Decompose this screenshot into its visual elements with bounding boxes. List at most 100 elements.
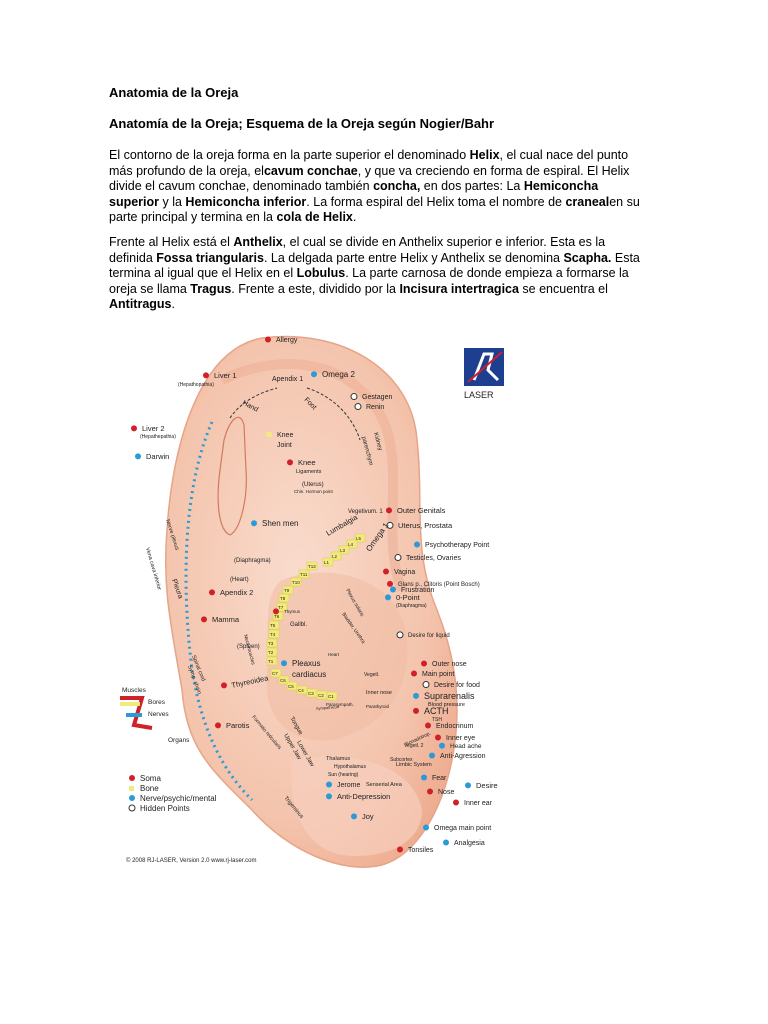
point-label: Renin — [366, 404, 384, 411]
point-label: Inner ear — [464, 800, 493, 807]
point-label: Outer nose — [432, 661, 467, 668]
vertebra-label: T8 — [280, 596, 286, 601]
point-marker — [267, 432, 272, 437]
point-marker — [413, 693, 419, 699]
point-label: Main point — [422, 671, 454, 678]
point-marker — [427, 789, 433, 795]
point-label: Anti-Agression — [440, 753, 486, 760]
vertebra-label: T6 — [274, 614, 280, 619]
vertebra-label: T4 — [270, 632, 276, 637]
point-label: Desire for food — [434, 682, 480, 689]
point-marker — [439, 743, 445, 749]
vertebra-label: C5 — [288, 684, 294, 689]
point-label: Testicles, Ovaries — [406, 555, 461, 562]
point-marker — [273, 608, 279, 614]
vertebra-label: C4 — [298, 688, 304, 693]
point-label: Gallbl. — [290, 622, 307, 628]
point-label: Pleaxus — [292, 659, 320, 668]
vertebra-label: C7 — [272, 671, 278, 676]
point-label: cardiacus — [292, 670, 326, 679]
point-label: Vena cava inferior — [144, 547, 162, 591]
paragraph-anthelix: Frente al Helix está el Anthelix, el cua… — [109, 235, 651, 313]
point-label: Joint — [277, 442, 292, 449]
point-marker — [397, 847, 403, 853]
logo-text: LASER — [464, 390, 494, 400]
vertebra-label: T2 — [268, 650, 274, 655]
point-marker — [265, 337, 271, 343]
vertebra-label: T12 — [308, 564, 316, 569]
point-label: Shen men — [262, 519, 298, 528]
point-marker — [131, 425, 137, 431]
point-marker — [326, 782, 332, 788]
page-title: Anatomia de la Oreja — [109, 85, 238, 100]
point-label: Senserial Area — [366, 782, 403, 788]
vertebra-label: T3 — [268, 641, 274, 646]
point-marker — [395, 555, 401, 561]
point-marker — [390, 587, 396, 593]
point-marker — [453, 800, 459, 806]
point-label: Heart — [328, 652, 340, 657]
point-marker — [135, 453, 141, 459]
point-marker — [351, 813, 357, 819]
point-label: Parotis — [226, 721, 250, 730]
point-label: Desire for liquid — [408, 633, 450, 639]
point-label: Outer Genitals — [397, 506, 446, 515]
point-label: Liver 2 — [142, 424, 165, 433]
point-label: Apendix 2 — [220, 588, 253, 597]
point-label: Joy — [362, 812, 374, 821]
point-marker — [443, 840, 449, 846]
tissue-key: Muscles Bores Nerves Organs — [120, 687, 190, 744]
point-marker — [413, 708, 419, 714]
point-label: Knee — [298, 458, 316, 467]
point-marker — [251, 520, 257, 526]
point-label: Endocrinum — [436, 723, 474, 730]
point-label: (Heart) — [230, 577, 249, 583]
point-marker — [203, 372, 209, 378]
point-label: Anti-Depression — [337, 792, 390, 801]
point-label: Vegetl. — [364, 672, 379, 678]
vertebra-label: T1 — [268, 659, 274, 664]
point-marker — [421, 661, 427, 667]
vertebra-label: T9 — [284, 588, 290, 593]
point-label: Gestagen — [362, 394, 392, 401]
point-label: Omega 2 — [322, 370, 355, 379]
point-label: (Diaphragma) — [396, 603, 427, 609]
point-marker — [387, 581, 393, 587]
point-label: Parathyroid — [366, 704, 390, 709]
point-label: Subcortex — [390, 757, 413, 763]
vertebra-label: T10 — [292, 580, 300, 585]
point-label: Nose — [438, 789, 454, 796]
point-label: (Uterus) — [302, 482, 324, 488]
point-label: Chin. Hormon point — [294, 489, 334, 494]
figure-legend: Soma Bone Nerve/psychic/mental Hidden Po… — [129, 774, 217, 813]
point-marker — [385, 594, 391, 600]
point-label: Liver 1 — [214, 371, 237, 380]
vertebra-label: L1 — [324, 560, 330, 565]
vertebra-label: C6 — [280, 678, 286, 683]
vertebra-label: T11 — [300, 572, 308, 577]
point-marker — [435, 735, 441, 741]
rj-laser-logo: LASER — [464, 348, 504, 400]
vertebra-label: C1 — [328, 694, 334, 699]
point-marker — [465, 782, 471, 788]
point-label: Fear — [432, 775, 447, 782]
point-label: Inner eye — [446, 735, 475, 742]
point-marker — [215, 722, 221, 728]
point-label: Vegetl. 2 — [404, 743, 424, 749]
section-subtitle: Anatomía de la Oreja; Esquema de la Orej… — [109, 116, 494, 131]
point-label: Head ache — [450, 743, 482, 750]
point-label: Parasympath. — [326, 702, 354, 707]
point-marker — [429, 753, 435, 759]
point-marker — [221, 682, 227, 688]
point-marker — [355, 404, 361, 410]
vertebra-label: T7 — [278, 605, 284, 610]
key-muscles: Muscles — [122, 687, 147, 694]
point-label: ACTH — [424, 706, 449, 716]
point-label: Ligaments — [296, 469, 322, 475]
point-marker — [383, 569, 389, 575]
point-label: Thymus — [284, 609, 301, 614]
vertebra-label: C2 — [318, 693, 324, 698]
point-marker — [423, 825, 429, 831]
